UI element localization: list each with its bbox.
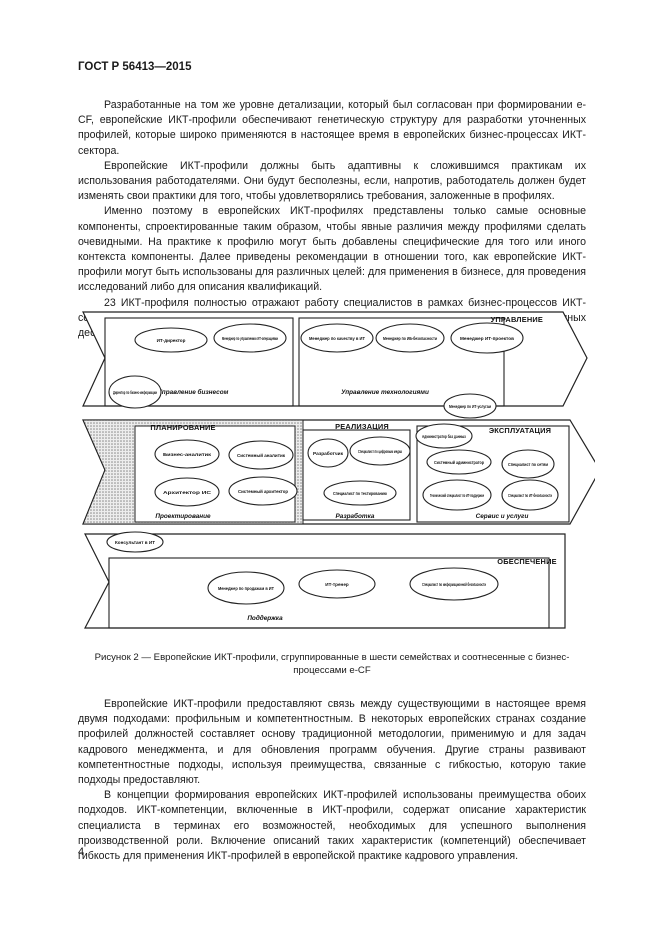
profile-service-manager: Менеджер по ИТ-услугам	[443, 393, 497, 419]
paragraph: В концепции формирования европейских ИКТ…	[78, 789, 586, 863]
family-design: Проектирование	[155, 513, 211, 520]
family-technical-management: Управление технологиями	[341, 389, 429, 396]
profile-developer: Разработчик	[307, 438, 349, 468]
paragraph: Европейские ИКТ-профили предоставляют св…	[78, 698, 586, 787]
svg-text:ИТ-тренер: ИТ-тренер	[325, 582, 349, 587]
paragraph: Европейские ИКТ-профили должны быть адап…	[78, 159, 586, 203]
ict-profiles-figure: УПРАВЛЕНИЕ Управление бизнесом Управлени…	[82, 311, 595, 629]
svg-text:Специалист по сетям: Специалист по сетям	[508, 462, 548, 467]
area-manage: УПРАВЛЕНИЕ	[491, 315, 543, 324]
svg-text:Специалист по ИТ-безопасности: Специалист по ИТ-безопасности	[508, 492, 552, 498]
profile-security-specialist: Специалист по информационной безопасност…	[409, 567, 499, 601]
profile-systems-architect: Системный архитектор	[228, 476, 298, 506]
family-service-operation: Сервис и услуги	[476, 513, 529, 520]
profile-quality-manager: Менеджер по качеству в ИТ	[300, 323, 374, 353]
svg-text:Специалист по информационной б: Специалист по информационной безопасност…	[422, 581, 486, 587]
svg-text:Бизнес-аналитик: Бизнес-аналитик	[163, 452, 212, 457]
business-management-box	[104, 317, 294, 407]
svg-text:Директор по бизнес-информации: Директор по бизнес-информации	[113, 389, 157, 395]
area-enable: ОБЕСПЕЧЕНИЕ	[497, 557, 556, 566]
profile-systems-administrator: Системный администратор	[426, 449, 492, 475]
svg-text:Менеджер по продажам в ИТ: Менеджер по продажам в ИТ	[218, 586, 274, 591]
profile-digital-media-specialist: Специалист по цифровым медиа	[349, 436, 411, 466]
document-header: ГОСТ Р 56413—2015	[78, 61, 192, 73]
paragraph: Именно поэтому в европейских ИКТ-профиля…	[78, 205, 586, 294]
profile-cio: ИТ-директор	[134, 327, 208, 353]
svg-text:Администратор баз данных: Администратор баз данных	[422, 433, 466, 439]
area-build: РЕАЛИЗАЦИЯ	[335, 422, 389, 431]
svg-text:Разработчик: Разработчик	[313, 450, 344, 456]
svg-text:ИТ-директор: ИТ-директор	[157, 338, 186, 343]
svg-text:Менеджер по управлению ИТ-опер: Менеджер по управлению ИТ-операциями	[222, 336, 278, 341]
profile-ict-security-specialist: Специалист по ИТ-безопасности	[501, 479, 559, 511]
technical-management-box	[298, 317, 505, 407]
design-box	[134, 425, 296, 523]
profile-systems-analyst: Системный аналитик	[228, 440, 294, 470]
svg-text:Системный администратор: Системный администратор	[434, 459, 484, 465]
svg-text:Консультант в ИТ: Консультант в ИТ	[115, 540, 155, 545]
profile-ict-consultant: Консультант в ИТ	[106, 531, 164, 553]
svg-text:Специалист по цифровым медиа: Специалист по цифровым медиа	[358, 448, 402, 454]
profile-test-specialist: Специалист по тестированию	[323, 480, 397, 506]
support-box	[108, 557, 550, 629]
figure-caption: Рисунок 2 — Европейские ИКТ-профили, сгр…	[94, 652, 570, 676]
svg-text:Технический специалист по ИТ-п: Технический специалист по ИТ-поддержке	[430, 492, 484, 498]
profile-security-manager: Менеджер по ИБ-безопасности	[375, 323, 445, 353]
profile-network-specialist: Специалист по сетям	[501, 449, 555, 479]
outro-text: Европейские ИКТ-профили предоставляют св…	[78, 697, 586, 864]
svg-text:Менеджер по ИТ-услугам: Менеджер по ИТ-услугам	[449, 404, 491, 409]
svg-text:Менеджер ИТ-проектов: Менеджер ИТ-проектов	[460, 336, 514, 341]
profile-technical-specialist: Технический специалист по ИТ-поддержке	[422, 479, 492, 511]
profile-ict-ops-manager: Менеджер по управлению ИТ-операциями	[213, 323, 287, 353]
svg-text:Менеджер по ИБ-безопасности: Менеджер по ИБ-безопасности	[383, 335, 437, 341]
area-plan: ПЛАНИРОВАНИЕ	[150, 423, 215, 432]
svg-text:Системный архитектор: Системный архитектор	[238, 488, 288, 494]
profile-account-manager: Менеджер по продажам в ИТ	[207, 571, 285, 605]
svg-text:Специалист по тестированию: Специалист по тестированию	[333, 491, 387, 496]
profile-ict-trainer: ИТ-тренер	[298, 569, 376, 599]
paragraph: Разработанные на том же уровне детализац…	[78, 99, 586, 157]
svg-text:Менеджер по качеству в ИТ: Менеджер по качеству в ИТ	[309, 336, 365, 341]
profile-project-manager: Менеджер ИТ-проектов	[450, 322, 524, 354]
profile-business-analyst: Бизнес-аналитик	[154, 439, 220, 469]
profile-enterprise-architect: Архитектор ИС	[154, 477, 220, 507]
svg-text:Архитектор ИС: Архитектор ИС	[163, 490, 212, 495]
profile-db-administrator: Администратор баз данных	[415, 423, 473, 449]
family-support: Поддержка	[247, 614, 283, 622]
svg-text:Системный аналитик: Системный аналитик	[237, 452, 286, 458]
family-development: Разработка	[336, 512, 375, 520]
family-business-management: Управление бизнесом	[158, 388, 229, 396]
page-number: 4	[78, 846, 85, 858]
profile-business-info-manager: Директор по бизнес-информации	[108, 375, 162, 409]
area-run: ЭКСПЛУАТАЦИЯ	[489, 426, 551, 435]
